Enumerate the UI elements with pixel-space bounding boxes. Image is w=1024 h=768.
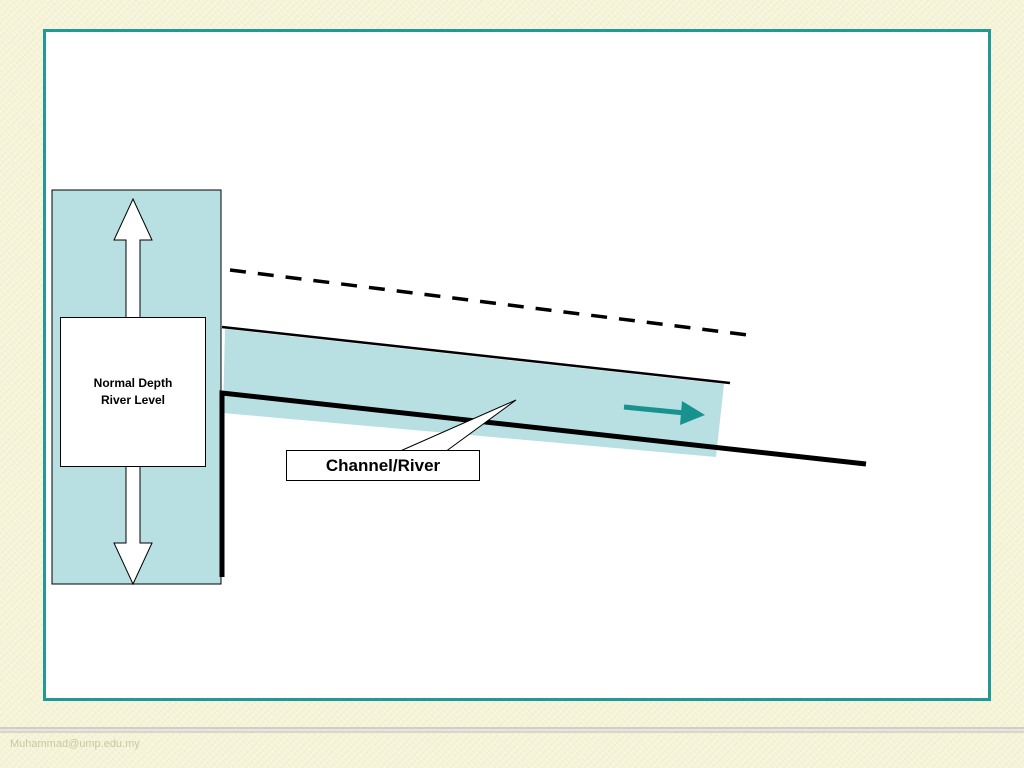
flood-level-dashed-line bbox=[229, 268, 749, 337]
channel-water bbox=[223, 329, 724, 457]
normal-depth-label: Normal Depth River Level bbox=[60, 317, 206, 467]
water-surface-line bbox=[221, 325, 731, 385]
down-arrow-icon bbox=[113, 465, 153, 586]
footer-divider bbox=[0, 727, 1024, 733]
channel-bed-line bbox=[219, 390, 867, 577]
flow-arrow-shaft bbox=[623, 404, 686, 416]
flow-direction-arrow-icon bbox=[680, 401, 705, 425]
channel-river-label: Channel/River bbox=[286, 450, 480, 481]
footer-email: Muhammad@ump.edu.my bbox=[10, 738, 140, 750]
